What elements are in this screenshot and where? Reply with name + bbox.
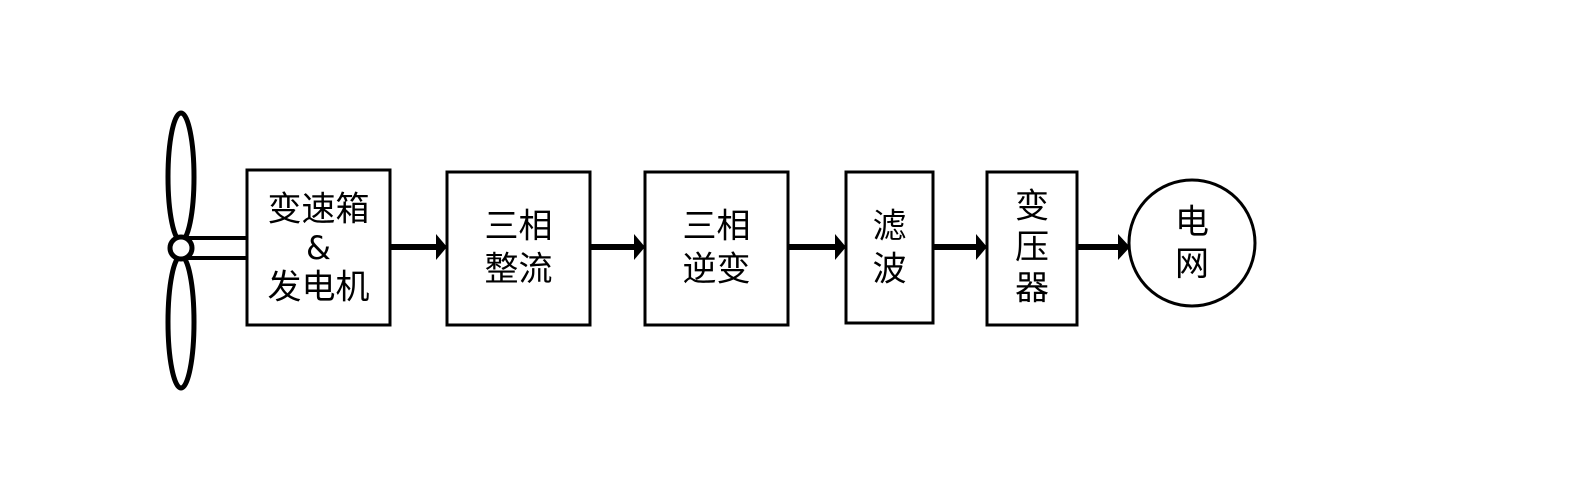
- node-transformer-label-line1: 变: [1015, 187, 1049, 227]
- node-power-grid-label-line1: 电: [1175, 203, 1209, 243]
- wind-turbine-symbol[interactable]: [165, 110, 252, 391]
- node-transformer[interactable]: 变 压 器: [985, 170, 1079, 327]
- turbine-blade-lower-icon: [165, 253, 197, 391]
- node-gearbox-generator-label-line2: &: [306, 229, 331, 267]
- arrowhead-icon: [835, 234, 846, 260]
- connector-gearbox-to-rectifier: [390, 234, 447, 260]
- arrowhead-icon: [1118, 234, 1130, 260]
- connector-transformer-to-grid: [1077, 234, 1130, 260]
- turbine-shaft: [188, 236, 252, 260]
- node-three-phase-inverter-label-line2: 逆变: [683, 250, 751, 290]
- node-three-phase-inverter-label-line1: 三相: [683, 207, 751, 247]
- node-transformer-label-line2: 压: [1015, 228, 1049, 268]
- node-filter-label-line2: 波: [873, 250, 907, 290]
- node-filter-label-line1: 滤: [873, 207, 907, 247]
- node-gearbox-generator[interactable]: 变速箱 & 发电机: [245, 168, 392, 327]
- arrowhead-icon: [634, 234, 645, 260]
- node-power-grid[interactable]: 电 网: [1127, 178, 1257, 308]
- connector-rectifier-to-inverter: [590, 234, 645, 260]
- turbine-hub-icon: [167, 234, 195, 262]
- node-gearbox-generator-label-line1: 变速箱: [268, 190, 370, 230]
- arrowhead-icon: [976, 234, 987, 260]
- node-power-grid-label-line2: 网: [1175, 245, 1209, 285]
- connector-inverter-to-filter: [788, 234, 846, 260]
- node-gearbox-generator-label-line3: 发电机: [268, 268, 370, 308]
- node-three-phase-inverter[interactable]: 三相 逆变: [643, 170, 790, 327]
- connector-filter-to-transformer: [933, 234, 987, 260]
- arrowhead-icon: [436, 234, 447, 260]
- node-three-phase-rectifier-label-line2: 整流: [485, 250, 553, 290]
- turbine-blade-upper-icon: [165, 110, 197, 244]
- node-filter[interactable]: 滤 波: [844, 170, 935, 325]
- node-three-phase-rectifier[interactable]: 三相 整流: [445, 170, 592, 327]
- node-transformer-label-line3: 器: [1015, 269, 1049, 309]
- node-three-phase-rectifier-label-line1: 三相: [485, 207, 553, 247]
